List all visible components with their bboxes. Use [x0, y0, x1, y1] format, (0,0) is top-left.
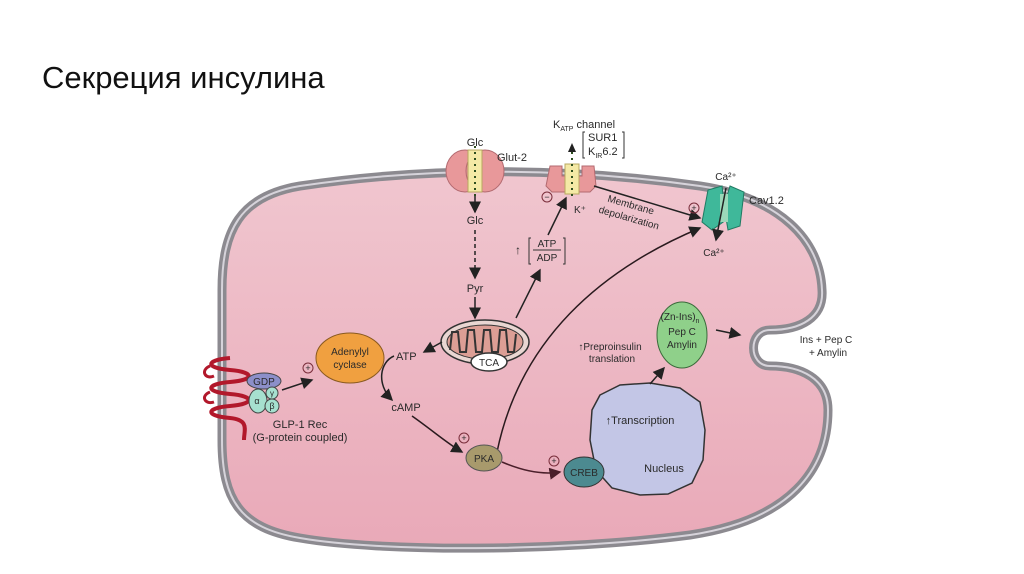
nucleus-to-granule-arrow [649, 366, 665, 385]
katp-brackets [582, 131, 625, 159]
camp-label: cAMP [391, 402, 420, 414]
exocytosis-arrow [715, 326, 742, 339]
atp-to-katp-arrow [547, 196, 567, 236]
preproinsulin-line1: ↑Preproinsulin [578, 342, 641, 353]
k-ion-label: K⁺ [574, 205, 586, 216]
mito-to-atp-ratio-arrow [515, 268, 541, 319]
nucleus [589, 382, 706, 496]
pka-label: PKA [474, 454, 494, 465]
creb-label: CREB [570, 468, 598, 479]
cav12-label: Cav1.2 [749, 195, 784, 207]
pka-to-creb-arrow [501, 461, 562, 480]
ratio-brackets [528, 237, 566, 265]
cell-body [217, 167, 833, 553]
secretion-line2: + Amylin [809, 348, 847, 359]
calcium-influx-arrow [712, 187, 727, 242]
glut2-label: Glut-2 [497, 152, 527, 164]
tca-label: TCA [479, 358, 499, 369]
gdp-subunit [246, 372, 282, 390]
mito-to-atp-arrow [422, 341, 443, 353]
adenylyl-cyclase-line1: Adenylyl [331, 347, 369, 358]
granule-line3: Amylin [667, 340, 697, 351]
ca-inside-label: Ca²⁺ [703, 248, 724, 259]
cav-plus-sign [688, 202, 700, 214]
secretion-line1: Ins + Pep C [800, 335, 853, 346]
cyclase-plus-sign [302, 362, 314, 374]
beta-subunit [264, 398, 280, 414]
atp-ratio-up-arrow: ↑ [515, 243, 521, 257]
glc-outside-label: Glc [467, 137, 484, 149]
glp1-receptor [203, 356, 251, 441]
sur1-label: SUR1 [588, 132, 617, 144]
atp-to-camp-arrow [380, 355, 395, 402]
mitochondrion [440, 319, 530, 372]
cav-plus-label: + [691, 203, 696, 213]
minus-label: − [544, 192, 549, 202]
glp1-label-line2: (G-protein coupled) [253, 432, 348, 444]
depolarization-arrow [593, 185, 702, 221]
glc-inside-label: Glc [467, 215, 484, 227]
creb-plus-label: + [551, 456, 556, 466]
katp-title: KATP channel [553, 119, 615, 133]
gamma-label: γ [270, 389, 274, 398]
gdp-label: GDP [253, 377, 275, 388]
transcription-label: ↑Transcription [606, 415, 675, 427]
atp-numerator: ATP [538, 239, 557, 250]
ca-outside-label: Ca²⁺ [715, 172, 736, 183]
alpha-label: α [254, 396, 259, 406]
glp1-label-line1: GLP-1 Rec [273, 419, 328, 431]
pka-to-cav-arrow [496, 226, 702, 453]
glut2-transporter [445, 146, 505, 196]
pka [465, 444, 503, 472]
kir62-label: KIR6.2 [588, 146, 618, 160]
pka-plus-sign [458, 432, 470, 444]
preproinsulin-line2: translation [589, 354, 635, 365]
creb [563, 456, 605, 488]
adp-denominator: ADP [537, 253, 558, 264]
tca-cycle [470, 352, 508, 372]
creb-plus-sign [548, 455, 560, 467]
camp-to-pka-arrow [411, 415, 464, 453]
slide-title: Секреция инсулина [42, 60, 325, 95]
beta-label: β [269, 401, 274, 411]
adenylyl-cyclase-line2: cyclase [333, 360, 367, 371]
pyr-label: Pyr [467, 283, 484, 295]
cyclase-plus-label: + [305, 363, 310, 373]
granule-line1: (Zn-Ins)n [661, 312, 700, 325]
katp-channel [545, 143, 597, 196]
gprotein-to-cyclase-arrow [281, 377, 314, 391]
adenylyl-cyclase [315, 332, 385, 384]
pka-plus-label: + [461, 433, 466, 443]
granule-line2: Pep C [668, 327, 696, 338]
nucleus-label: Nucleus [644, 463, 684, 475]
atp-label: ATP [396, 351, 417, 363]
inhibition-sign [541, 191, 553, 203]
insulin-granule [656, 301, 708, 369]
